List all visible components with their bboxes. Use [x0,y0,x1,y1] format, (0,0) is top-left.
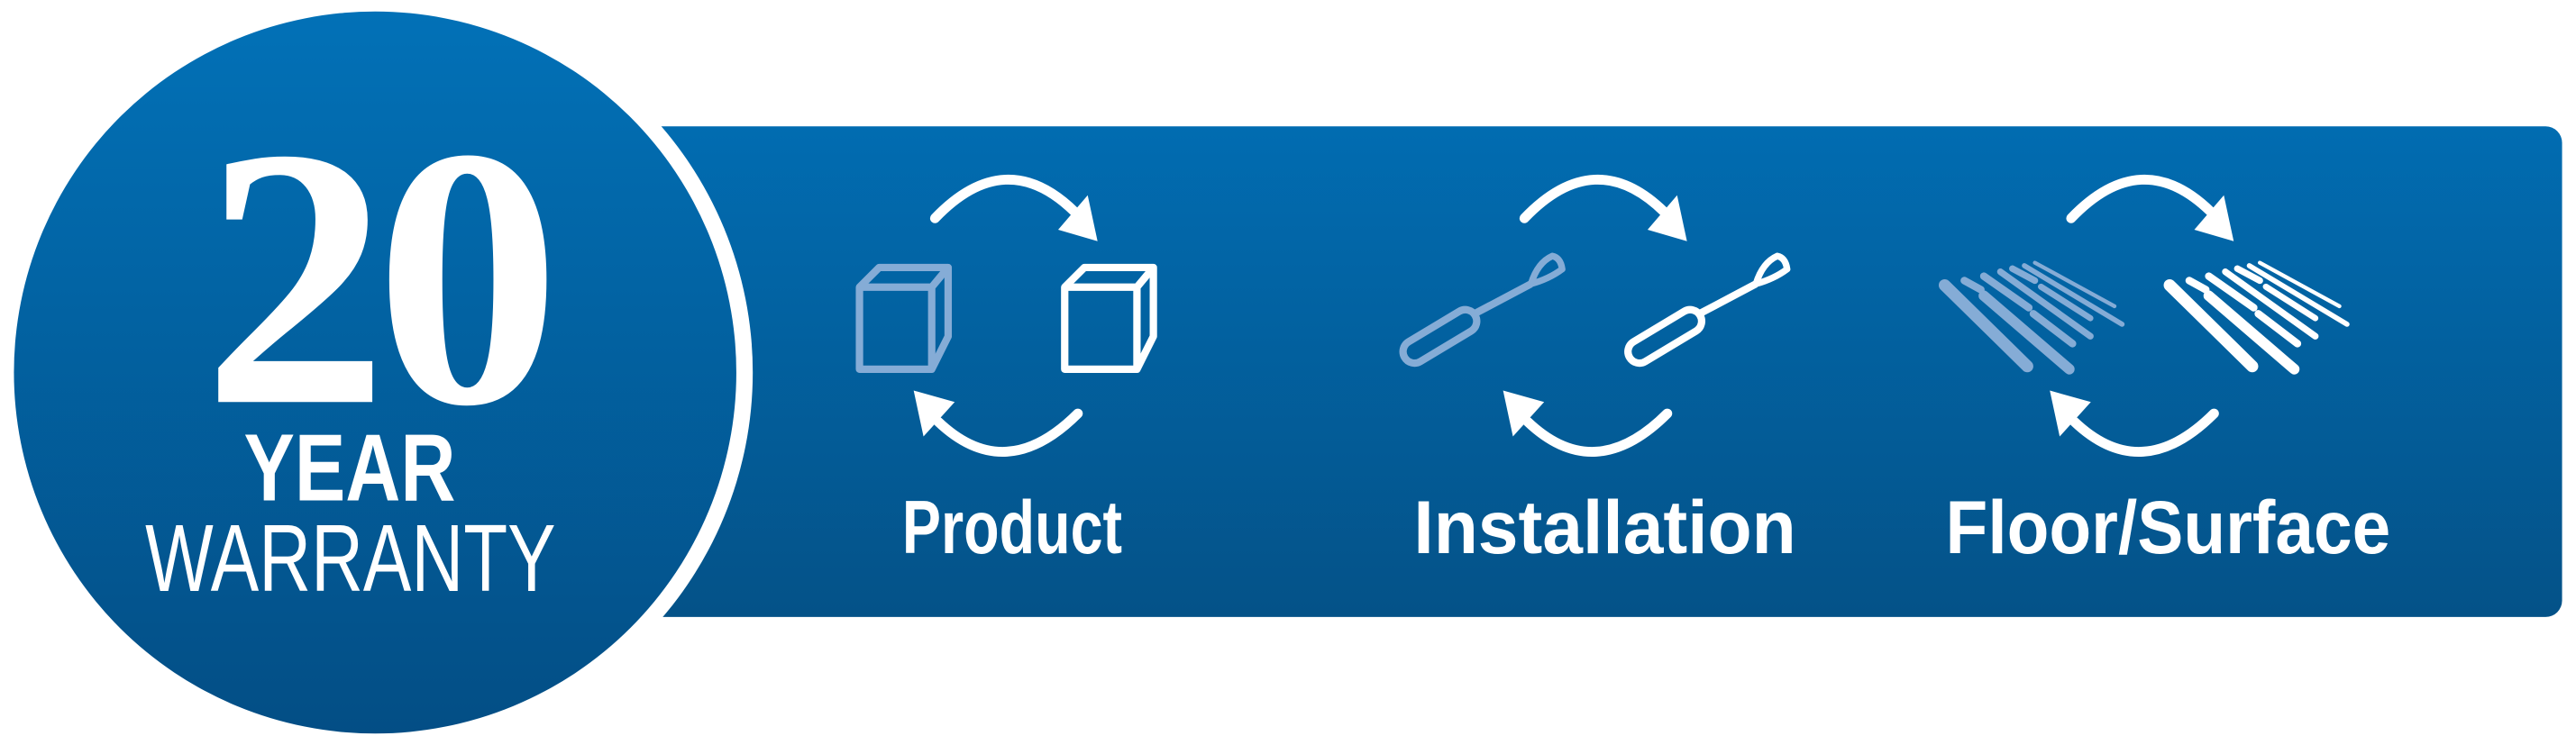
banner-bar [493,126,2562,617]
warranty-label: WARRANTY [145,505,555,612]
feature-label-product: Product [902,485,1122,569]
warranty-years: 20 [203,72,549,483]
feature-floor-surface: Floor/Surface [1945,179,2391,569]
warranty-year-label: YEAR [243,415,455,522]
feature-label-floor-surface: Floor/Surface [1946,485,2391,569]
badge-circle [14,11,736,734]
feature-product: Product [860,179,1154,569]
feature-installation: Installation [1399,179,1796,569]
feature-label-installation: Installation [1413,485,1795,569]
